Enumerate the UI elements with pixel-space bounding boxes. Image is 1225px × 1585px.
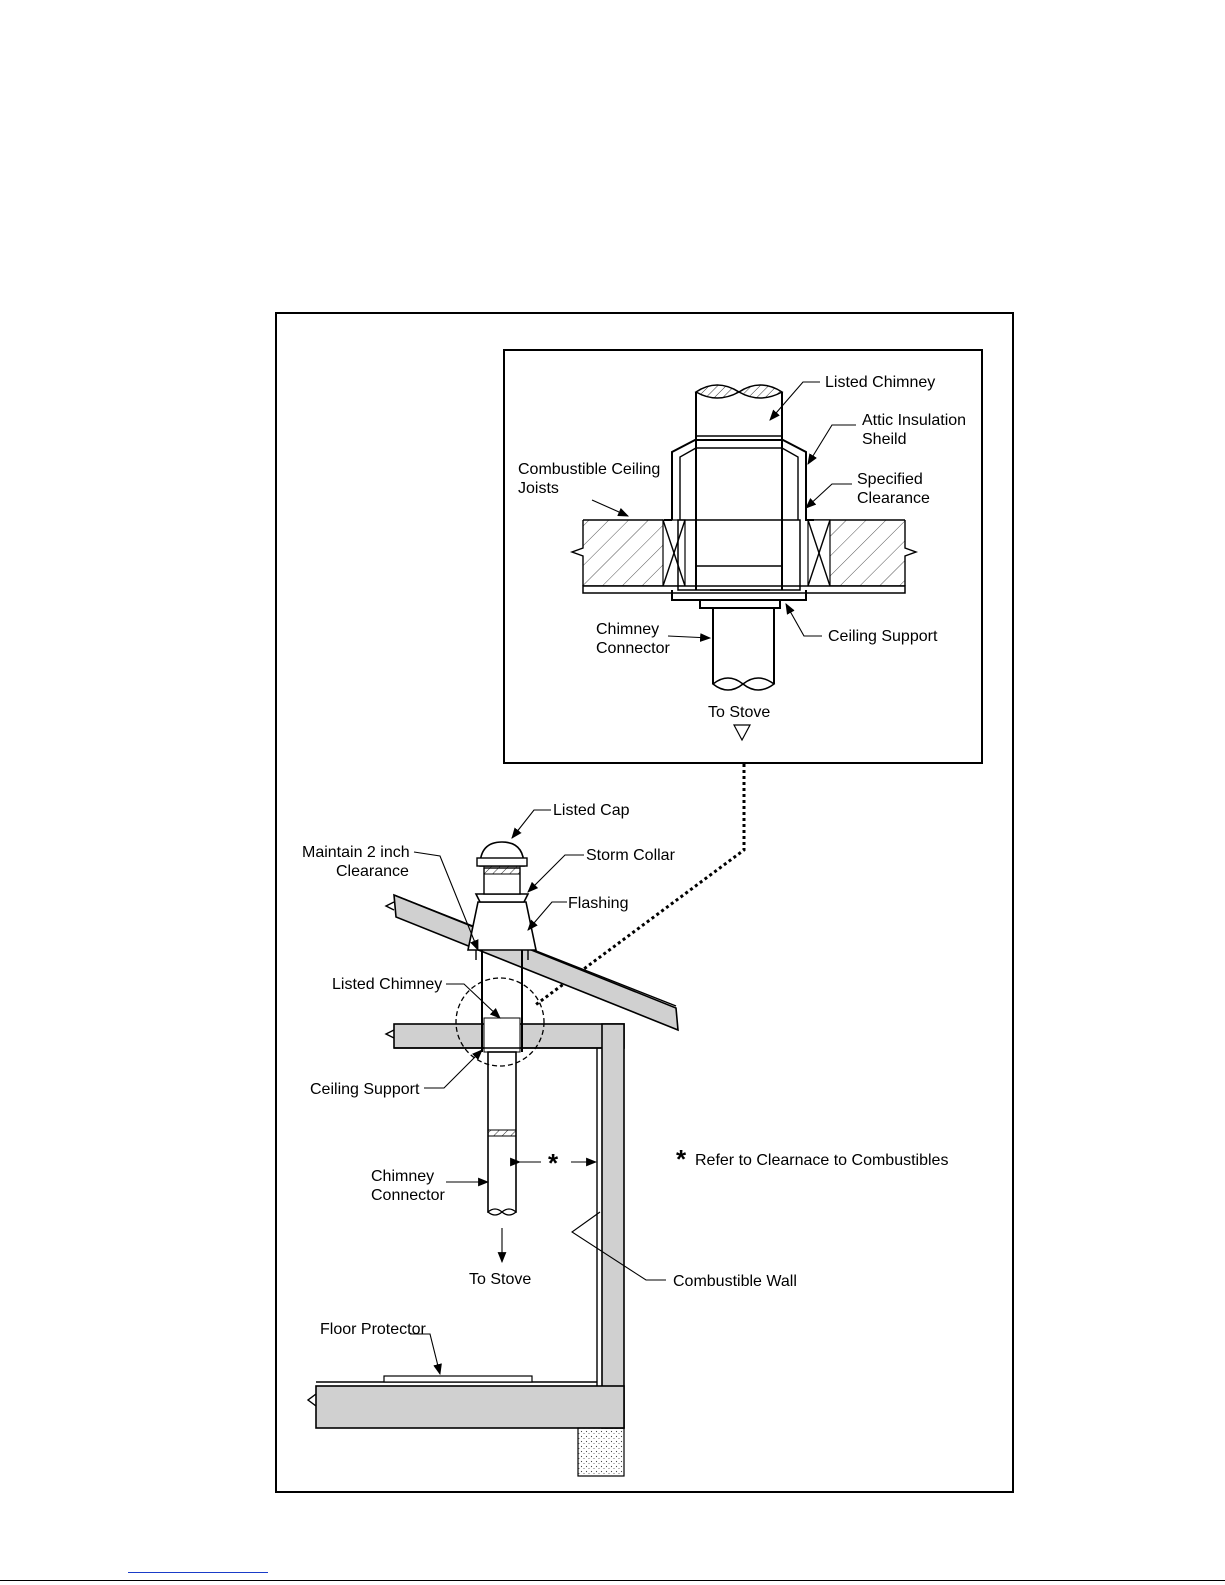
detail-label-attic-insulation-2: Sheild xyxy=(862,431,906,448)
ceiling-joist-left xyxy=(569,519,686,587)
detail-listed-chimney xyxy=(694,384,784,590)
note-star: * xyxy=(676,1144,687,1174)
detail-label-ceiling-joists-2: Joists xyxy=(518,480,559,497)
chimney-connector xyxy=(487,1051,517,1216)
detail-callout-circle xyxy=(455,977,545,1067)
detail-label-ceiling-joists-1: Combustible Ceiling xyxy=(518,461,660,478)
label-listed-chimney: Listed Chimney xyxy=(332,976,442,993)
outer-frame xyxy=(275,312,1014,1493)
label-maintain-clearance-1: Maintain 2 inch xyxy=(302,844,410,861)
label-ceiling-support: Ceiling Support xyxy=(310,1081,420,1098)
note-text: Refer to Clearnace to Combustibles xyxy=(695,1152,948,1169)
foundation xyxy=(577,1427,625,1477)
chimney-cap-assembly xyxy=(467,841,537,951)
floor xyxy=(315,1385,625,1429)
roof-rafter xyxy=(393,893,679,1032)
footer-link-underline xyxy=(128,1572,268,1573)
ceiling-joist-right xyxy=(807,519,919,587)
detail-label-specified-clearance-1: Specified xyxy=(857,471,923,488)
floor-protector xyxy=(383,1375,533,1383)
detail-callout-line xyxy=(533,764,746,1008)
label-listed-cap: Listed Cap xyxy=(553,802,630,819)
detail-label-chimney-connector-1: Chimney xyxy=(596,621,659,638)
detail-chimney-connector xyxy=(711,608,776,691)
detail-label-chimney-connector-2: Connector xyxy=(596,640,670,657)
combustible-wall xyxy=(601,1023,625,1429)
detail-label-attic-insulation-1: Attic Insulation xyxy=(862,412,966,429)
detail-label-to-stove: To Stove xyxy=(708,704,770,721)
footer-rule xyxy=(0,1580,1225,1581)
listed-chimney xyxy=(475,938,529,1053)
label-combustible-wall: Combustible Wall xyxy=(673,1273,797,1290)
detail-label-specified-clearance-2: Clearance xyxy=(857,490,930,507)
detail-to-stove-arrow xyxy=(733,724,751,742)
detail-label-ceiling-support: Ceiling Support xyxy=(828,628,938,645)
detail-inset: Listed Chimney Attic Insulation Sheild C… xyxy=(503,349,983,764)
label-floor-protector: Floor Protector xyxy=(320,1321,426,1338)
label-flashing: Flashing xyxy=(568,895,628,912)
label-chimney-connector-1: Chimney xyxy=(371,1168,434,1185)
detail-label-listed-chimney: Listed Chimney xyxy=(825,374,935,391)
label-maintain-clearance-2: Clearance xyxy=(336,863,409,880)
label-to-stove: To Stove xyxy=(469,1271,531,1288)
clearance-mark: * xyxy=(548,1148,559,1178)
house-section: * Listed Cap Maintain 2 inch Clearance S… xyxy=(302,802,948,1477)
label-storm-collar: Storm Collar xyxy=(586,847,676,864)
label-chimney-connector-2: Connector xyxy=(371,1187,445,1204)
